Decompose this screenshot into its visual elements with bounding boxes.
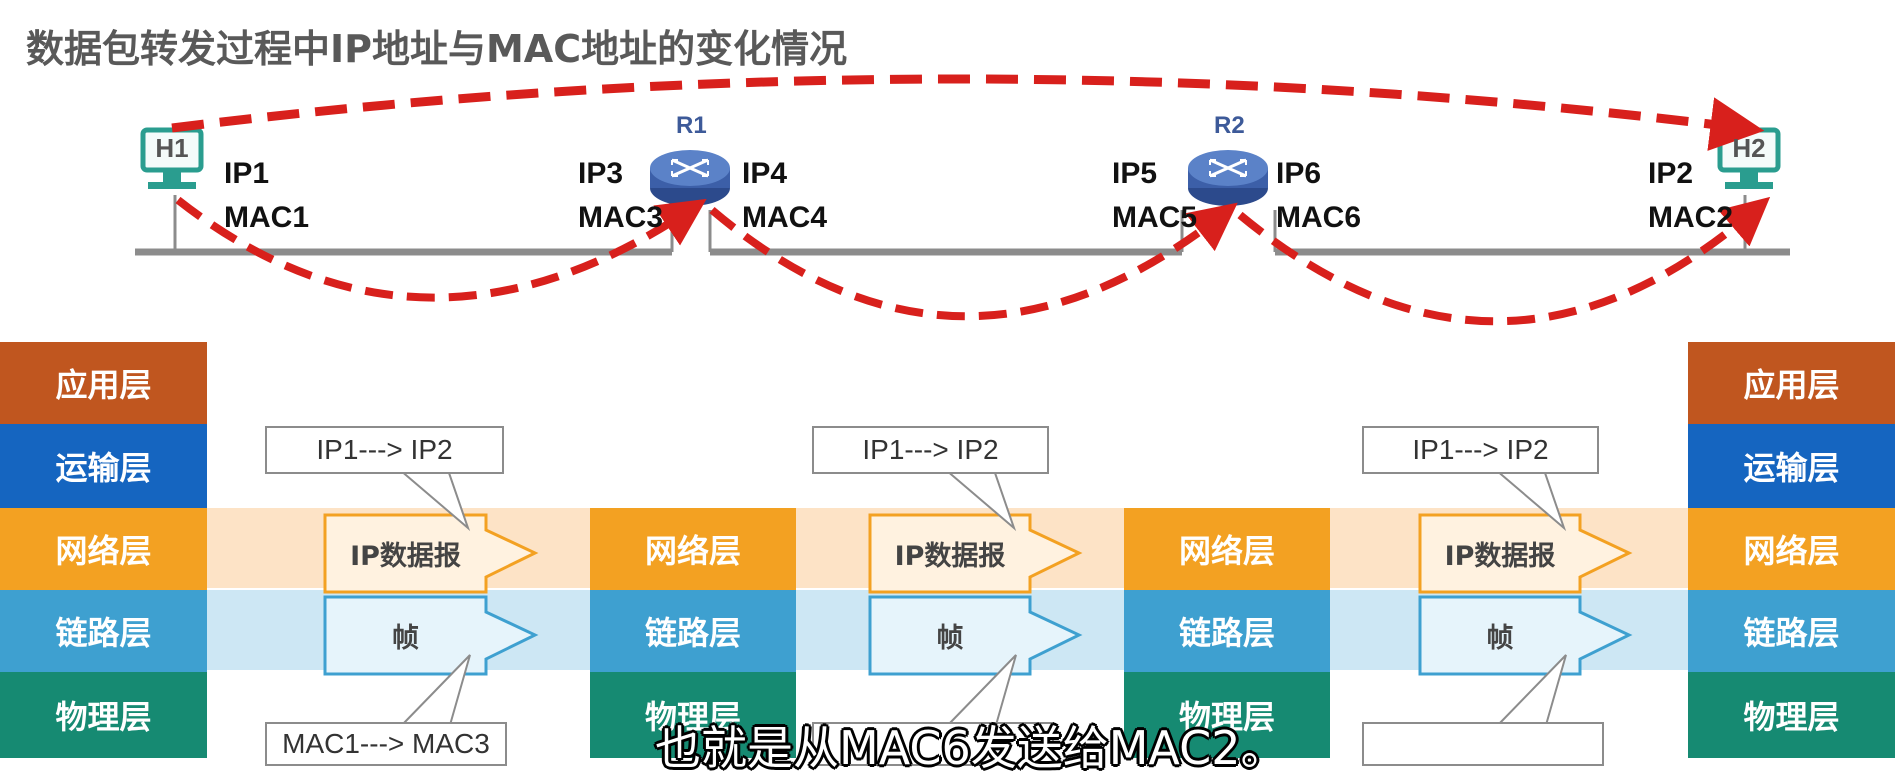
layer-network-r1: 网络层 — [590, 508, 796, 590]
h1-ip-label: IP1 — [224, 157, 270, 190]
h2-mac-label: MAC2 — [1648, 201, 1734, 234]
ip-callout-1: IP1---> IP2 — [265, 426, 504, 474]
mac-callout-1: MAC1---> MAC3 — [265, 722, 507, 766]
packet-label-3: IP数据报 — [1444, 541, 1556, 572]
frame-arrow-1 — [323, 595, 539, 676]
frame-arrow-2 — [868, 595, 1083, 676]
ip-callout-3: IP1---> IP2 — [1362, 426, 1599, 474]
page-title: 数据包转发过程中IP地址与MAC地址的变化情况 — [26, 27, 848, 71]
r1-ip-right-label: IP4 — [742, 157, 788, 190]
layer-physical-h1: 物理层 — [0, 672, 207, 758]
mac-callout-2 — [812, 722, 1054, 766]
r1-mac-right-label: MAC4 — [742, 201, 828, 234]
video-subtitle: 也就是从MAC6发送给MAC2。 — [655, 721, 1287, 775]
topology-diagram — [135, 74, 1790, 326]
ip-callout-pointer-3 — [1495, 469, 1567, 532]
mac-callout-pointer-2 — [947, 654, 1017, 726]
layer-network-r2: 网络层 — [1124, 508, 1330, 590]
mac-callout-pointer-1 — [401, 654, 471, 726]
layer-link-r1: 链路层 — [590, 590, 796, 672]
layer-link-h1: 链路层 — [0, 590, 207, 672]
frame-label-1: 帧 — [392, 623, 419, 654]
ip-callout-pointer-1 — [399, 469, 471, 532]
mac-callout-pointer-3 — [1497, 654, 1567, 726]
layer-application-h2: 应用层 — [1688, 342, 1895, 424]
r1-mac-left-label: MAC3 — [578, 201, 664, 234]
frame-label-2: 帧 — [936, 623, 964, 654]
dashed-arrow-hop-1 — [175, 196, 707, 302]
mac-callout-3 — [1362, 722, 1604, 766]
layer-transport-h2: 运输层 — [1688, 424, 1895, 508]
packet-label-1: IP数据报 — [350, 541, 461, 572]
layer-transport-h1: 运输层 — [0, 424, 207, 508]
router-label-r2: R2 — [1214, 112, 1245, 139]
router-icon-r1 — [650, 150, 730, 206]
r1-ip-left-label: IP3 — [578, 157, 624, 190]
host-label-h1: H1 — [155, 133, 189, 163]
r2-ip-left-label: IP5 — [1112, 157, 1158, 190]
layer-physical-h2: 物理层 — [1688, 672, 1895, 758]
router-label-r1: R1 — [676, 112, 707, 139]
router-icon-r2 — [1188, 150, 1268, 206]
dashed-arrow-end-to-end — [171, 74, 1765, 151]
frame-label-3: 帧 — [1486, 623, 1514, 654]
frame-arrow-3 — [1418, 595, 1633, 676]
layer-link-r2: 链路层 — [1124, 590, 1330, 672]
packet-arrow-2 — [868, 513, 1083, 594]
packet-arrow-1 — [323, 513, 539, 594]
h1-mac-label: MAC1 — [224, 201, 310, 234]
r2-ip-right-label: IP6 — [1276, 157, 1322, 190]
ip-callout-2: IP1---> IP2 — [812, 426, 1049, 474]
layer-link-h2: 链路层 — [1688, 590, 1895, 672]
dashed-arrow-hop-2 — [709, 202, 1238, 321]
r2-mac-left-label: MAC5 — [1112, 201, 1198, 234]
layer-application-h1: 应用层 — [0, 342, 207, 424]
host-label-h2: H2 — [1732, 133, 1766, 163]
packet-arrow-3 — [1418, 513, 1633, 594]
dashed-arrow-hop-3 — [1237, 196, 1771, 326]
packet-label-2: IP数据报 — [894, 541, 1006, 572]
h2-ip-label: IP2 — [1648, 157, 1694, 190]
r2-mac-right-label: MAC6 — [1276, 201, 1362, 234]
ip-callout-pointer-2 — [945, 469, 1017, 532]
layer-physical-r2: 物理层 — [1124, 672, 1330, 758]
layer-network-h1: 网络层 — [0, 508, 207, 590]
computer-icon-h1 — [140, 127, 204, 189]
layer-physical-r1: 物理层 — [590, 672, 796, 758]
layer-network-h2: 网络层 — [1688, 508, 1895, 590]
